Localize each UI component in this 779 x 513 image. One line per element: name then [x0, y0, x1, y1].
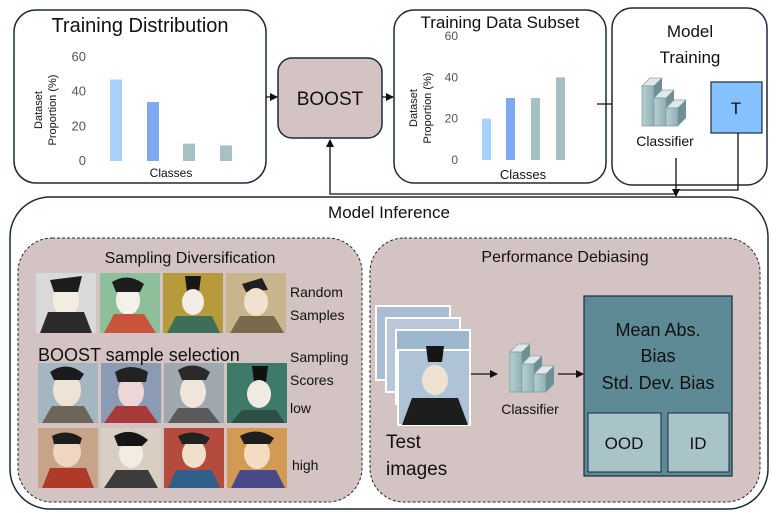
boost-box: BOOST — [277, 57, 383, 139]
bias-metrics-box: Mean Abs. Bias Std. Dev. Bias OOD ID — [583, 295, 733, 477]
distribution-ylabel-line1: Dataset — [33, 91, 45, 129]
metric-mean-abs: Mean Abs. — [615, 320, 700, 340]
t-box — [710, 81, 763, 134]
low-score-sample-image — [101, 363, 161, 423]
id-label: ID — [690, 434, 707, 453]
distribution-xlabel: Classes — [150, 166, 193, 180]
boost-sample-selection-label: BOOST sample selection — [38, 345, 240, 365]
y-tick-label: 0 — [451, 153, 458, 167]
random-sample-image — [226, 273, 286, 333]
y-tick-label: 60 — [72, 49, 86, 64]
random-sample-image — [100, 273, 160, 333]
training-distribution-panel: Training Distribution Dataset Proportion… — [13, 9, 267, 184]
high-score-sample-image — [227, 428, 287, 488]
subset-ylabel-line1: Dataset — [408, 89, 420, 127]
low-score-sample-image — [164, 363, 224, 423]
low-score-samples-row — [38, 363, 287, 423]
distribution-bar-chart: 0 20 40 60 — [72, 49, 232, 168]
bar — [183, 143, 195, 161]
low-score-sample-image — [227, 363, 287, 423]
random-samples-row — [36, 273, 286, 333]
low-score-label: low — [290, 400, 312, 416]
training-subset-panel: Training Data Subset Dataset Proportion … — [393, 9, 607, 184]
metric-bias: Bias — [640, 346, 675, 366]
y-tick-label: 0 — [79, 153, 86, 168]
test-images-label-line1: Test — [386, 432, 422, 453]
y-tick-label: 60 — [445, 29, 459, 43]
metric-std-dev-bias: Std. Dev. Bias — [602, 373, 715, 393]
training-distribution-title: Training Distribution — [51, 15, 228, 37]
high-score-sample-image — [38, 428, 98, 488]
training-subset-title: Training Data Subset — [420, 13, 579, 32]
high-score-label: high — [292, 457, 318, 473]
sampling-diversification-panel: Sampling Diversification — [17, 237, 363, 503]
high-score-sample-image — [101, 428, 161, 488]
high-score-sample-image — [164, 428, 224, 488]
classifier-icon — [509, 343, 555, 393]
model-training-title-line1: Model — [667, 22, 713, 41]
y-tick-label: 40 — [445, 70, 459, 84]
sampling-scores-label-line1: Sampling — [290, 349, 348, 365]
bar — [110, 79, 122, 161]
boost-label: BOOST — [297, 89, 364, 110]
ood-label: OOD — [605, 434, 644, 453]
training-classifier-label: Classifier — [636, 133, 694, 149]
distribution-ylabel-line2: Proportion (%) — [47, 75, 59, 146]
y-tick-label: 20 — [445, 112, 459, 126]
random-samples-label-line2: Samples — [290, 307, 344, 323]
subset-bar-chart: 0 20 40 60 — [445, 29, 565, 167]
model-training-panel: Model Training Classifier T — [611, 7, 768, 186]
model-training-title-line2: Training — [660, 48, 721, 67]
bar — [506, 98, 515, 160]
random-sample-image — [36, 273, 96, 333]
t-label: T — [731, 99, 741, 118]
debiasing-title: Performance Debiasing — [481, 249, 648, 266]
model-inference-title: Model Inference — [328, 203, 450, 222]
bar — [482, 118, 491, 160]
classifier-icon — [641, 77, 687, 127]
y-tick-label: 20 — [72, 118, 86, 133]
sampling-scores-label-line2: Scores — [290, 372, 334, 388]
subset-xlabel: Classes — [500, 167, 547, 182]
test-images-stack — [375, 305, 471, 426]
performance-debiasing-panel: Performance Debiasing Test images Classi… — [369, 237, 761, 503]
bar — [531, 98, 540, 160]
arrow-feedback-to-boost — [326, 139, 677, 195]
debiasing-classifier-label: Classifier — [501, 401, 559, 417]
low-score-sample-image — [38, 363, 98, 423]
y-tick-label: 40 — [72, 84, 86, 99]
high-score-samples-row — [38, 428, 287, 488]
bar — [220, 145, 232, 161]
bar — [147, 102, 159, 161]
sampling-title: Sampling Diversification — [105, 250, 276, 267]
bar — [556, 77, 565, 160]
subset-ylabel-line2: Proportion (%) — [422, 73, 434, 144]
random-samples-label-line1: Random — [290, 284, 343, 300]
random-sample-image — [163, 273, 223, 333]
test-images-label-line2: images — [386, 459, 447, 480]
